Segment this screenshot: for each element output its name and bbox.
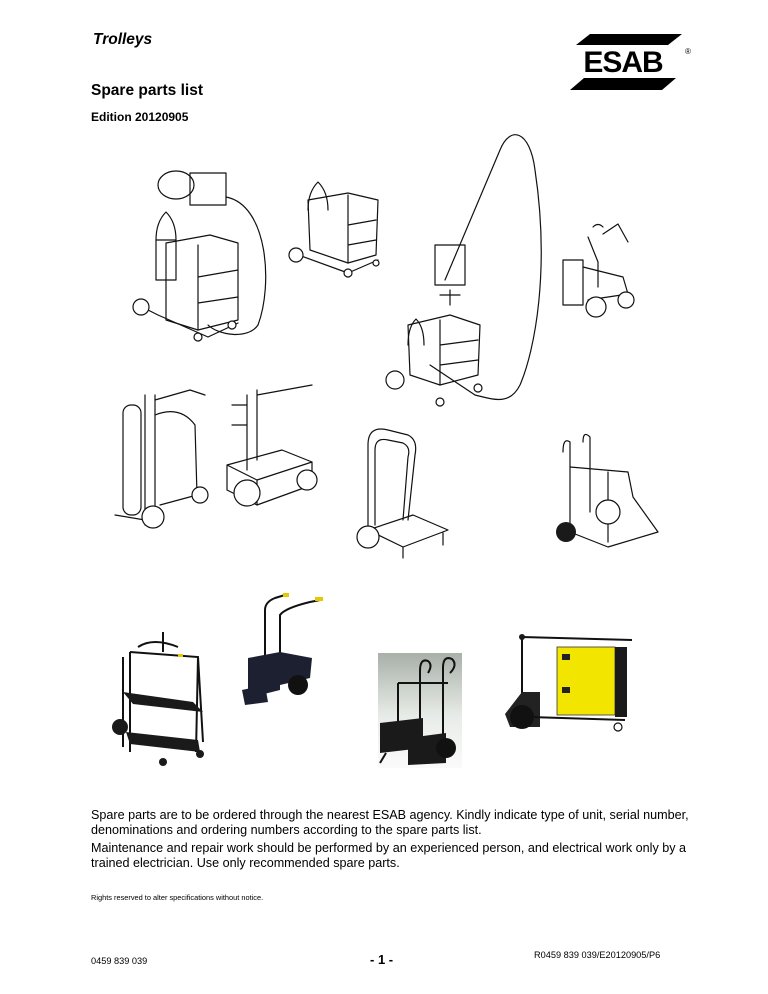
edition-label: Edition 20120905: [91, 110, 189, 124]
svg-text:ESAB: ESAB: [583, 46, 663, 79]
trolley-illustration-5: [114, 389, 209, 529]
footer-document-number: 0459 839 039: [91, 956, 148, 966]
rights-notice: Rights reserved to alter specifications …: [91, 893, 264, 902]
trolley-photo-2: [242, 593, 323, 705]
trolley-illustration-4: [562, 223, 635, 318]
maintenance-instructions: Maintenance and repair work should be pe…: [91, 841, 687, 870]
esab-logo-graphic: ESAB ®: [570, 34, 691, 90]
trolley-photo-3-graphic: [379, 657, 456, 765]
trolley-photo-1: [112, 632, 204, 766]
document-title: Spare parts list: [91, 82, 203, 99]
trolley-illustration-3: [385, 134, 542, 407]
svg-text:®: ®: [685, 47, 691, 56]
ordering-instructions: Spare parts are to be ordered through th…: [91, 808, 689, 837]
esab-logo: ESAB ®: [570, 34, 692, 90]
section-title: Trolleys: [93, 31, 153, 48]
trolley-photo-3: [378, 653, 462, 768]
trolley-illustration-8: [556, 433, 659, 548]
trolley-illustration-2: [288, 181, 380, 278]
trolley-illustration-6: [226, 384, 318, 507]
trolley-illustration-1: [132, 170, 267, 342]
trolley-photo-4: [505, 634, 633, 732]
footer-page-number: - 1 -: [370, 952, 394, 967]
trolley-illustration-7: [356, 428, 449, 559]
footer-reference: R0459 839 039/E20120905/P6: [534, 950, 661, 960]
